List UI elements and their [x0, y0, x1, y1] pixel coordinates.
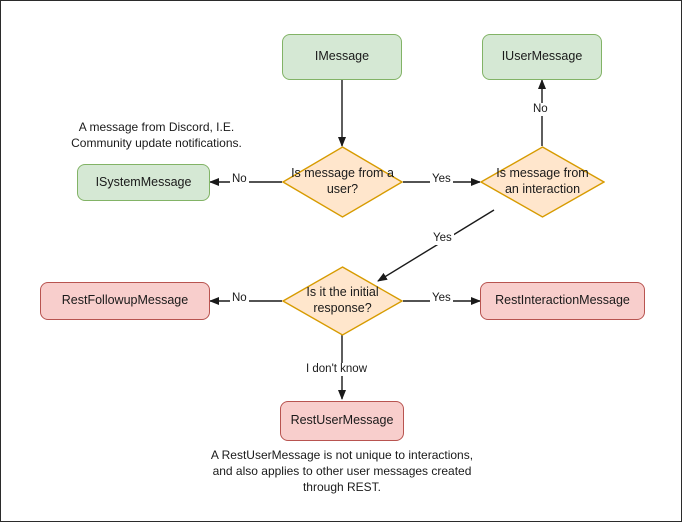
edge-label-i-dont-know-restusermessage: I don't know [304, 363, 370, 376]
node-is-initial-response-label: Is it the initial response? [306, 285, 379, 315]
edge-label-no-isystemmessage: No [230, 173, 249, 186]
edge-label-yes-restinteractionmessage: Yes [430, 292, 453, 305]
node-is-from-user[interactable]: Is message from a user? [282, 146, 403, 218]
is-from-interaction-diamond-shape [480, 146, 605, 218]
node-is-initial-response[interactable]: Is it the initial response? [282, 266, 403, 336]
node-imessage[interactable]: IMessage [282, 34, 402, 80]
node-is-from-interaction-label: Is message from an interaction [496, 166, 589, 196]
edge-label-yes-is-from-interaction: Yes [430, 173, 453, 186]
node-is-from-interaction[interactable]: Is message from an interaction [480, 146, 605, 218]
node-iusermessage[interactable]: IUserMessage [482, 34, 602, 80]
node-isystemmessage[interactable]: ISystemMessage [77, 164, 210, 201]
node-restusermessage[interactable]: RestUserMessage [280, 401, 404, 441]
node-isystemmessage-label: ISystemMessage [95, 174, 192, 189]
node-restinteractionmessage-label: RestInteractionMessage [495, 293, 630, 308]
node-is-from-user-label: Is message from a user? [291, 166, 394, 196]
node-restinteractionmessage[interactable]: RestInteractionMessage [480, 282, 645, 320]
node-restusermessage-label: RestUserMessage [290, 413, 394, 428]
annotation-rest-user-message-note: A RestUserMessage is not unique to inter… [210, 448, 474, 495]
is-initial-response-diamond-shape [282, 266, 403, 336]
is-from-user-diamond-shape [282, 146, 403, 218]
annotation-system-message-note: A message from Discord, I.E. Community u… [71, 120, 242, 151]
node-imessage-label: IMessage [314, 49, 370, 64]
edge-label-yes-is-initial-response: Yes [431, 232, 454, 245]
node-restfollowupmessage[interactable]: RestFollowupMessage [40, 282, 210, 320]
node-restfollowupmessage-label: RestFollowupMessage [61, 293, 189, 308]
edge-label-no-iusermessage: No [531, 103, 550, 116]
node-iusermessage-label: IUserMessage [501, 49, 583, 64]
edge-is-from-interaction-to-is-initial-response [377, 209, 495, 282]
edge-label-no-restfollowupmessage: No [230, 292, 249, 305]
